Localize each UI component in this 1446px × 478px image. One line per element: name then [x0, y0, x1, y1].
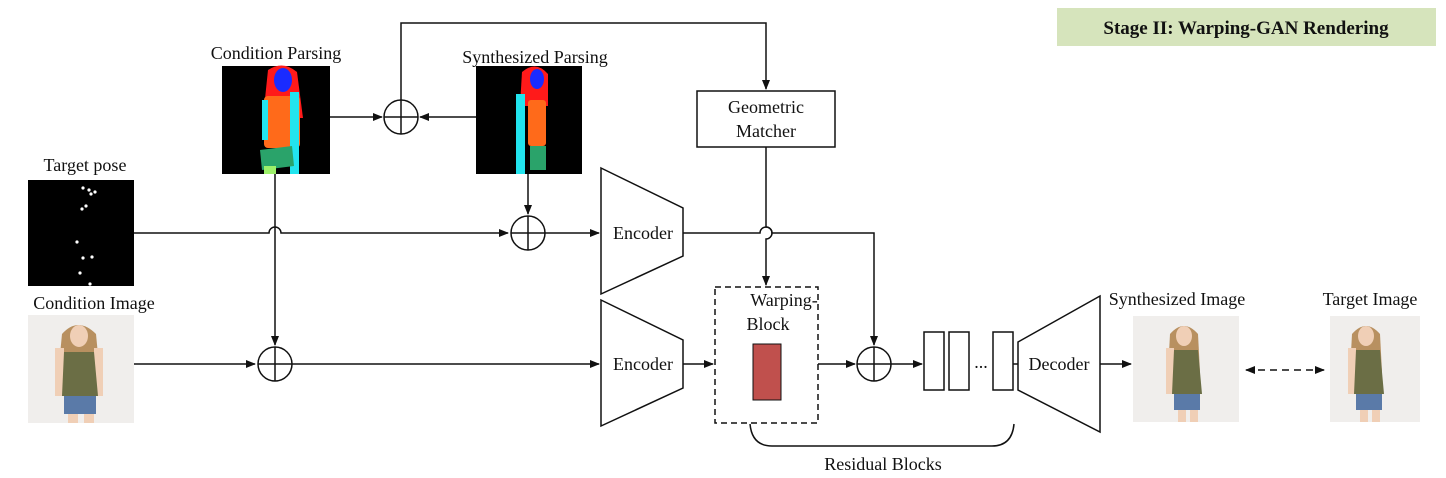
sum-node-parsing [383, 99, 419, 135]
synthesized-parsing-label: Synthesized Parsing [462, 47, 608, 67]
synthesized-image-label: Synthesized Image [1109, 289, 1245, 309]
encoder-top-label: Encoder [613, 223, 673, 243]
residual-blocks-brace [749, 423, 1015, 447]
geometric-matcher-label-line2: Matcher [736, 121, 796, 141]
condition-image [28, 315, 134, 423]
encoder-bottom [600, 298, 684, 428]
residual-blocks-label: Residual Blocks [824, 454, 942, 474]
residual-ellipsis: ... [974, 352, 988, 372]
warping-block-label-line1: Warping- [750, 290, 818, 310]
encoder-bottom-label: Encoder [613, 354, 673, 374]
condition-parsing-image [222, 65, 330, 174]
residual-block-3 [992, 331, 1014, 391]
sum-node-residual [856, 346, 892, 382]
connectors [134, 22, 1325, 374]
decoder [1017, 294, 1101, 434]
encoder-top [600, 166, 684, 296]
residual-block-2 [948, 331, 970, 391]
synthesized-parsing-image [476, 66, 582, 174]
geometric-matcher-label-line1: Geometric [728, 97, 804, 117]
target-image [1330, 316, 1420, 422]
geometric-matcher-box [696, 90, 836, 148]
warping-block-label-line2: Block [747, 314, 790, 334]
condition-parsing-label: Condition Parsing [211, 43, 342, 63]
target-pose-image [28, 180, 134, 286]
warping-block [714, 286, 819, 424]
target-image-label: Target Image [1323, 289, 1418, 309]
stage-title: Stage II: Warping-GAN Rendering [1103, 18, 1389, 39]
target-pose-label: Target pose [44, 155, 127, 175]
warping-block-core [752, 343, 782, 401]
decoder-label: Decoder [1029, 354, 1090, 374]
synthesized-image [1133, 316, 1239, 422]
residual-block-1 [923, 331, 945, 391]
sum-node-image [257, 346, 293, 382]
stage-title-bg [1057, 8, 1436, 46]
sum-node-pose [510, 215, 546, 251]
condition-image-label: Condition Image [33, 293, 154, 313]
